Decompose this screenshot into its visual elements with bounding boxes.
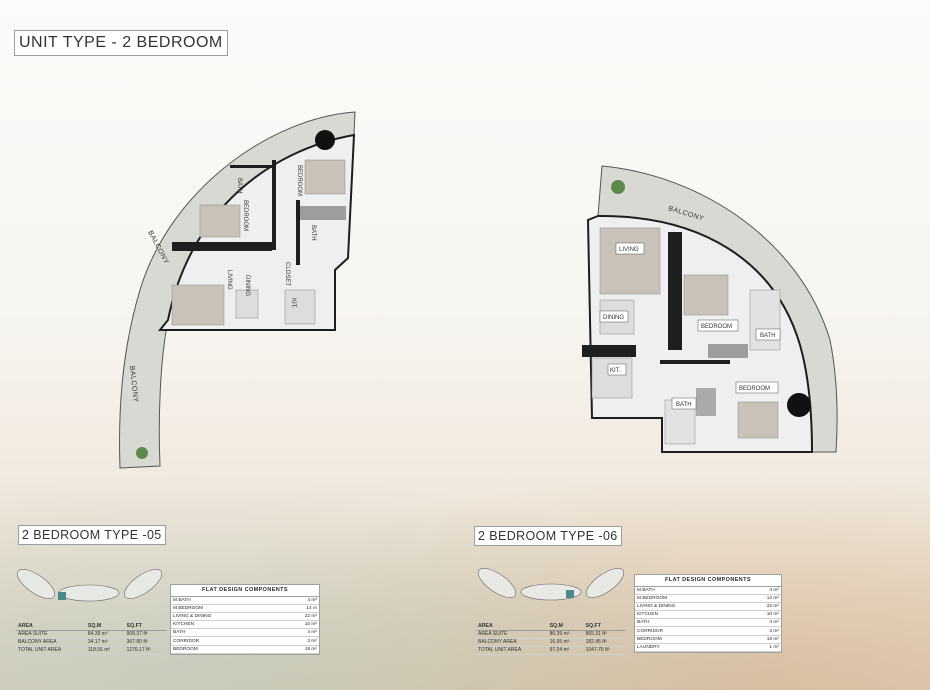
wall-05c: [230, 165, 272, 168]
sofa-06: [599, 227, 661, 295]
room-label: BEDROOM: [701, 324, 732, 330]
room-label: KIT.: [290, 298, 296, 309]
closet-06: [708, 344, 748, 358]
kitchen-05: [284, 289, 316, 325]
area-table-05: AREA SQ.M SQ.FT AREA SUITE 84.39 m² 908.…: [16, 623, 166, 655]
column-05: [315, 130, 335, 150]
page-title-text: UNIT TYPE - 2 BEDROOM: [19, 34, 223, 51]
room-label: BATH: [236, 178, 242, 194]
room-label: CLOSET: [284, 262, 290, 286]
floor-plan-type-06: BALCONY LIVING DINING KIT. BEDROOM BATH …: [582, 165, 838, 453]
unit-type-label-06: 2 BEDROOM TYPE -06: [474, 526, 622, 546]
room-label: BATH: [676, 402, 692, 408]
room-label: DINING: [603, 315, 624, 321]
wall-05b: [272, 160, 276, 250]
page-title: UNIT TYPE - 2 BEDROOM: [14, 30, 228, 56]
area-table-06: AREA SQ.M SQ.FT AREA SUITE 80.39 m² 865.…: [476, 623, 626, 655]
wall-06c: [660, 360, 730, 364]
wall-06b: [582, 345, 636, 357]
wall-06a: [668, 232, 682, 350]
floor-plan-type-05: BATH BEDROOM BEDROOM BATH LIVING DINING …: [119, 111, 356, 469]
key-plan-06: [477, 568, 625, 601]
bath-06a: [749, 289, 781, 351]
column-06: [787, 393, 811, 417]
room-label: BEDROOM: [739, 386, 770, 392]
components-title: FLAT DESIGN COMPONENTS: [635, 575, 781, 587]
components-title: FLAT DESIGN COMPONENTS: [171, 585, 319, 597]
closet-05: [300, 206, 346, 220]
wall-05a: [172, 242, 272, 251]
dining-table-05: [235, 289, 259, 319]
room-label: DINING: [244, 275, 250, 296]
room-label: KIT.: [610, 368, 621, 374]
bed-06a: [683, 274, 729, 316]
room-label: LIVING: [619, 247, 639, 253]
bed-05b: [199, 204, 241, 238]
closet-06b: [696, 388, 716, 416]
key-plan-05: [16, 569, 163, 602]
room-label: LIVING: [226, 270, 232, 290]
unit-type-label-05: 2 BEDROOM TYPE -05: [18, 525, 166, 545]
room-label: BATH: [310, 225, 316, 241]
bed-06b: [737, 401, 779, 439]
room-label: BATH: [760, 333, 776, 339]
plant-icon: [611, 180, 625, 194]
balcony-label: BALCONY: [128, 365, 139, 402]
bed-05a: [304, 159, 346, 195]
room-label: BEDROOM: [242, 200, 248, 231]
room-label: BEDROOM: [296, 165, 302, 196]
wall-05d: [296, 200, 300, 265]
sofa-05: [171, 284, 225, 326]
plant-icon: [136, 447, 148, 459]
